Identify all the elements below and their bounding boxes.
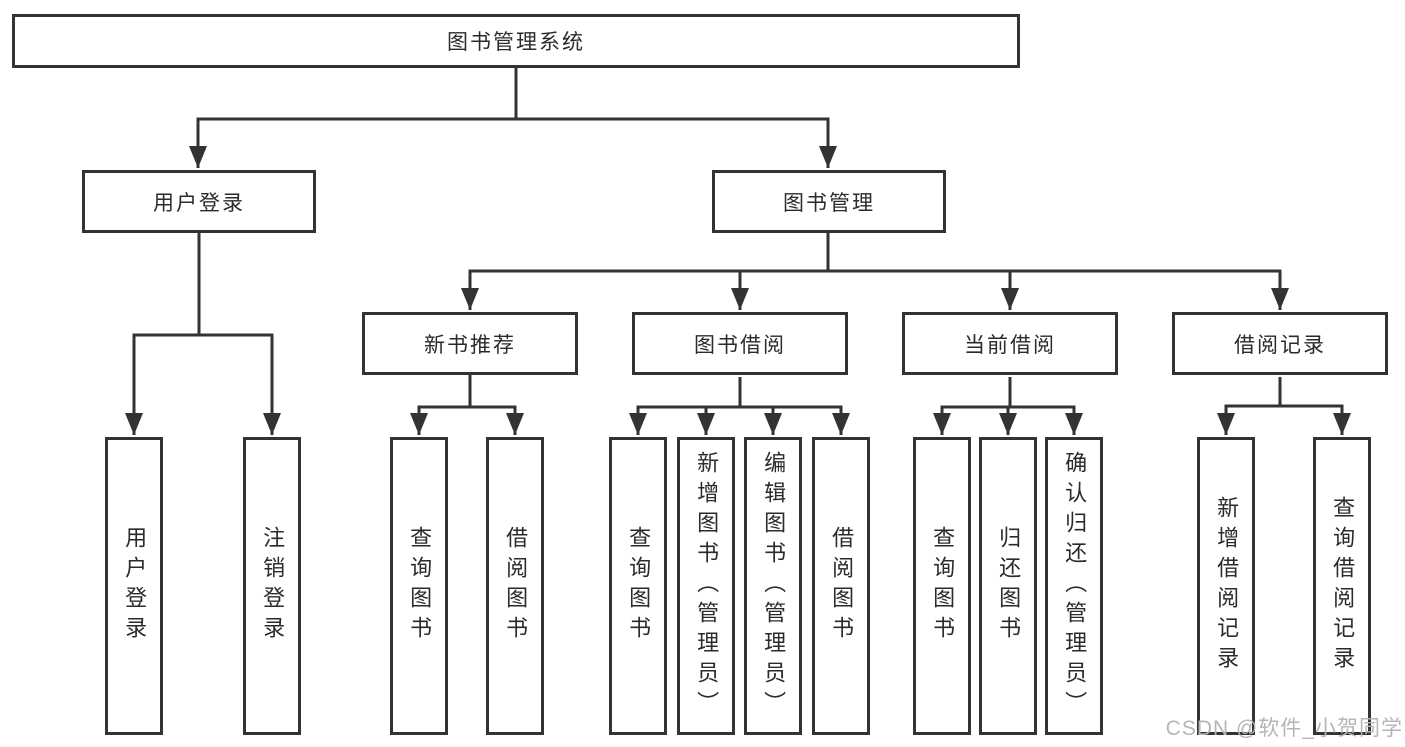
leaf-borrow-books-borrowing: 借阅图书 [812,437,870,735]
node-borrow-records: 借阅记录 [1172,312,1388,375]
leaf-search-borrow-record: 查询借阅记录 [1313,437,1371,735]
leaf-add-borrow-record: 新增借阅记录 [1197,437,1255,735]
node-new-book-recommendation: 新书推荐 [362,312,578,375]
node-user-login: 用户登录 [82,170,316,233]
connector-bars [132,66,1344,409]
leaf-search-books-current: 查询图书 [913,437,971,735]
leaf-return-books: 归还图书 [979,437,1037,735]
csdn-watermark: CSDN @软件_小贺同学 [1165,717,1403,740]
leaf-search-books-borrowing: 查询图书 [609,437,667,735]
leaf-borrow-books-recommend: 借阅图书 [486,437,544,735]
node-book-management: 图书管理 [712,170,946,233]
node-library-management-system: 图书管理系统 [12,14,1020,68]
leaf-search-books-recommend: 查询图书 [390,437,448,735]
leaf-add-book-admin: 新增图书（管理员） [677,437,735,735]
leaf-logout: 注销登录 [243,437,301,735]
connector-arrows [125,119,1351,435]
node-book-borrowing: 图书借阅 [632,312,848,375]
leaf-edit-book-admin: 编辑图书（管理员） [744,437,802,735]
leaf-user-login: 用户登录 [105,437,163,735]
leaf-confirm-return-admin: 确认归还（管理员） [1045,437,1103,735]
node-current-borrowing: 当前借阅 [902,312,1118,375]
